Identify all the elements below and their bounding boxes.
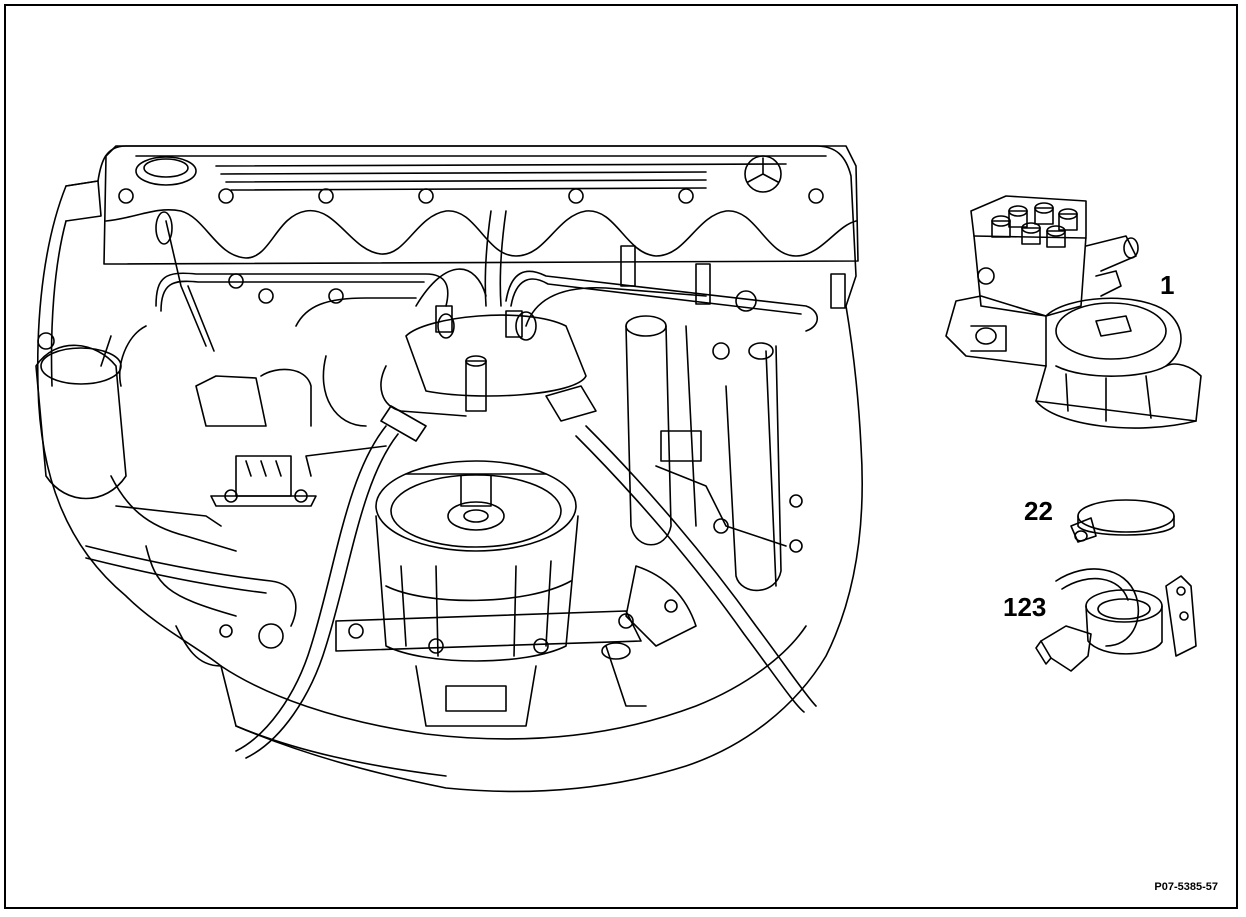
figure-reference-code: P07-5385-57 — [1154, 881, 1218, 893]
center-pump-housing — [322, 311, 597, 442]
injection-pump-icon — [945, 195, 1202, 429]
engine-illustration — [35, 145, 863, 793]
callout-123: 123 — [1003, 592, 1047, 622]
vacuum-pump-assembly — [335, 460, 642, 727]
left-components — [35, 325, 317, 667]
valve-cover — [103, 145, 859, 352]
vacuum-pump-icon — [1035, 568, 1197, 672]
callout-22: 22 — [1024, 496, 1053, 526]
hose-clamp-icon — [1070, 499, 1175, 543]
figure-frame: 1 22 123 P07-5385-57 — [4, 4, 1238, 909]
callout-1: 1 — [1160, 270, 1175, 300]
timing-area — [601, 565, 697, 707]
intake-runners — [625, 315, 803, 592]
hoses — [85, 425, 817, 759]
